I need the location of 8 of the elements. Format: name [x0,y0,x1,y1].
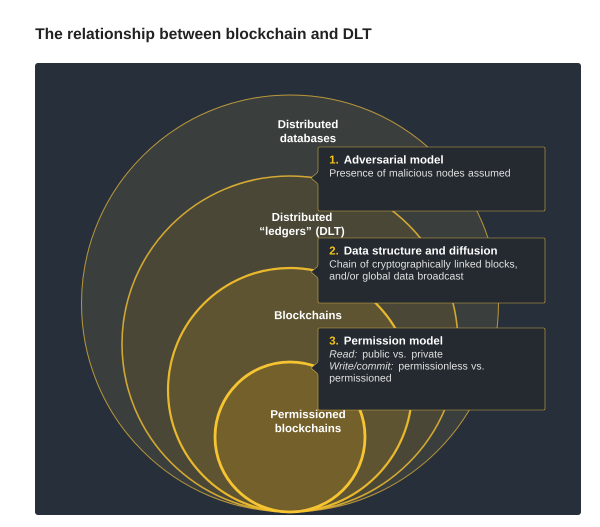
callout-box: 2. Data structure and diffusion Chain of cryptographically linked blocks, and/or global data broadcast [311,238,546,304]
region-label: Permissioned blockchains [271,410,345,432]
callout-box: 3. Permission model Read: public vs. private Write/commit: permissionless vs. permissioned [311,328,546,410]
title: The relationship between blockchain and DLT [35,28,372,42]
region-label: Blockchains [274,310,342,320]
region-label: Distributed “ledgers” (DLT) [260,212,344,238]
callout-box: 1. Adversarial model Presence of malicious nodes assumed [311,146,546,212]
region-label: Distributed databases [278,120,338,142]
